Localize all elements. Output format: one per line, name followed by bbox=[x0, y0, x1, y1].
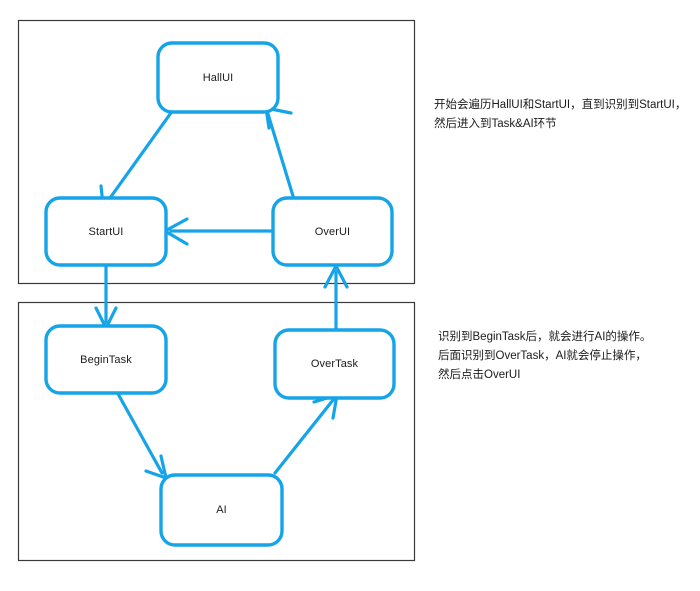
task-flow-note-line-1: 识别到BeginTask后，就会进行AI的操作。 bbox=[438, 331, 652, 343]
ui-flow-note-line-2: 然后进入到Task&AI环节 bbox=[434, 118, 557, 130]
task-flow-note-line-3: 然后点击OverUI bbox=[438, 369, 521, 381]
ui-flow-note-line-1: 开始会遍历HallUI和StartUI，直到识别到StartUI， bbox=[434, 99, 687, 111]
node-startui[interactable] bbox=[44, 196, 168, 267]
ui-state-flow-group bbox=[17, 19, 416, 285]
node-overtask[interactable] bbox=[273, 328, 396, 400]
node-overui[interactable] bbox=[271, 196, 394, 267]
edge-overui-to-startui bbox=[163, 217, 274, 246]
task-flow-note-line-2: 后面识别到OverTask，AI就会停止操作， bbox=[438, 350, 647, 362]
task-flow-note: 识别到BeginTask后，就会进行AI的操作。 后面识别到OverTask，A… bbox=[438, 328, 651, 385]
ui-flow-note: 开始会遍历HallUI和StartUI，直到识别到StartUI， 然后进入到T… bbox=[434, 96, 686, 134]
node-hallui[interactable] bbox=[156, 41, 280, 114]
edge-overui-to-hallui bbox=[264, 106, 295, 198]
edge-overtask-to-overui bbox=[323, 264, 349, 332]
edge-startui-to-begintask bbox=[94, 263, 118, 330]
node-ai[interactable] bbox=[159, 473, 284, 547]
edge-hallui-to-startui bbox=[99, 108, 175, 207]
edge-ai-to-overtask bbox=[273, 393, 339, 475]
node-begintask[interactable] bbox=[44, 324, 168, 395]
edge-begintask-to-ai bbox=[115, 390, 168, 480]
task-ai-flow-group bbox=[17, 301, 416, 562]
